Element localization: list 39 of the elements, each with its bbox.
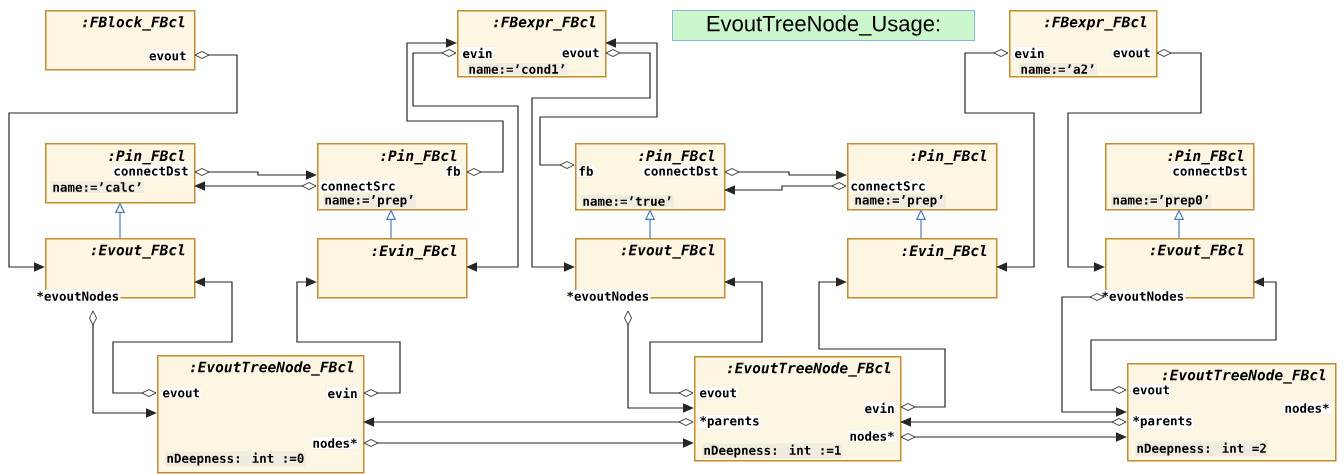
port-label: evout — [1111, 47, 1152, 59]
port-label: connectSrc — [849, 179, 928, 193]
association-arrow — [964, 49, 1035, 272]
port-label: connectSrc — [319, 179, 398, 193]
association-arrow — [8, 51, 238, 272]
attribute-label: nDeepness: int :=0 — [165, 451, 306, 467]
port-label: connectDst — [641, 164, 720, 178]
port-label: evout — [147, 50, 188, 62]
association-arrow — [412, 49, 519, 272]
association-arrow — [724, 168, 847, 180]
association-arrow — [531, 49, 651, 272]
port-label: *parents — [698, 414, 761, 430]
association-arrow — [112, 277, 233, 397]
association-arrow — [296, 277, 401, 397]
port-label: evin — [1013, 46, 1046, 60]
port-label: connectDst — [111, 164, 190, 178]
attribute-label: nDeepness: int :=1 — [702, 443, 843, 459]
port-label: evout — [1131, 384, 1172, 396]
association-arrow — [1090, 277, 1277, 394]
association-arrow — [194, 168, 317, 180]
association-arrow — [406, 38, 504, 176]
association-arrow — [649, 277, 763, 397]
port-label: *evoutNodes — [35, 289, 121, 303]
association-arrow — [818, 277, 946, 411]
port-label: evout — [161, 387, 202, 399]
port-label: evout — [698, 387, 739, 399]
association-arrow — [1061, 293, 1127, 417]
attribute-label: nDeepness: int =2 — [1135, 441, 1269, 457]
association-arrow — [900, 432, 1127, 442]
port-label: evin — [461, 46, 494, 60]
association-arrow — [1067, 49, 1202, 272]
port-label: connectDst — [1170, 164, 1249, 178]
port-label: *evoutNodes — [565, 289, 651, 303]
port-label: *parents — [1131, 414, 1194, 430]
association-arrow — [539, 38, 658, 169]
object-box: :Evin_FBcl — [317, 238, 468, 299]
title-box: EvoutTreeNode_Usage: — [672, 10, 975, 41]
object-box: :Evin_FBcl — [847, 238, 998, 299]
port-label: evout — [560, 47, 601, 59]
